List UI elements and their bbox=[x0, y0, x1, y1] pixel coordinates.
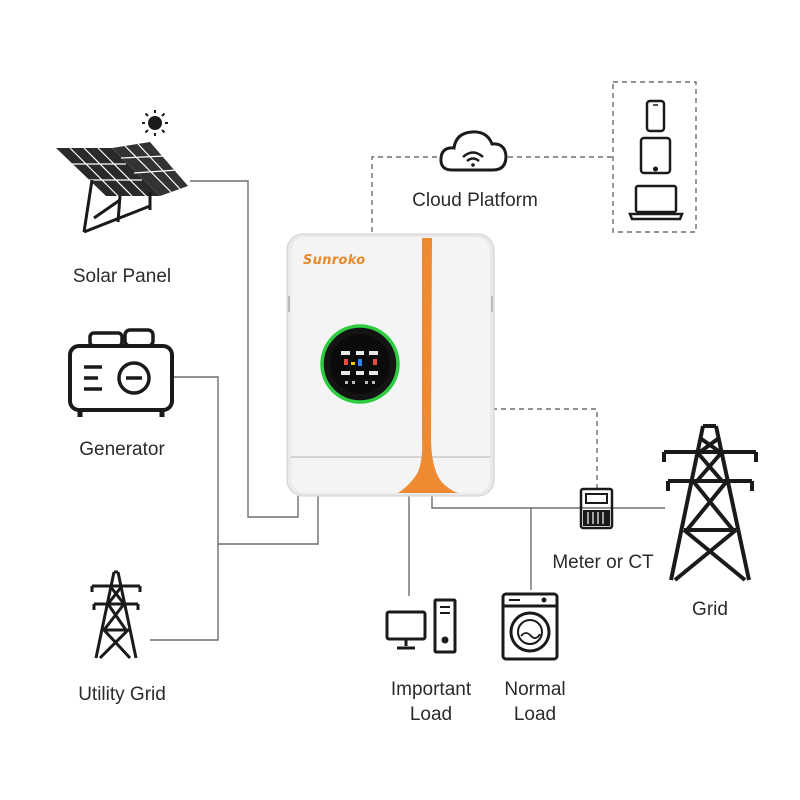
phone-icon bbox=[645, 99, 666, 133]
meter-or-ct-label: Meter or CT bbox=[552, 552, 654, 573]
grid-connection-line bbox=[431, 496, 665, 509]
computer-icon bbox=[385, 598, 457, 654]
washing-machine-icon bbox=[501, 592, 559, 661]
inverter-brand-logo: Sunroko bbox=[303, 253, 366, 268]
normal-load-label-line1: Normal bbox=[504, 679, 566, 700]
cloud-wifi-icon bbox=[439, 130, 508, 172]
inverter-orange-stripe bbox=[398, 238, 458, 493]
tablet-icon bbox=[639, 136, 672, 175]
sun-icon bbox=[142, 110, 168, 136]
grid-label: Grid bbox=[692, 599, 728, 620]
solar-connection-line bbox=[190, 180, 299, 518]
meter-icon bbox=[579, 487, 614, 530]
solar-panel-label: Solar Panel bbox=[72, 266, 172, 287]
solar-panel-icon bbox=[56, 142, 188, 234]
solid-connections bbox=[150, 180, 665, 641]
laptop-icon bbox=[628, 184, 684, 221]
devices-box bbox=[612, 81, 697, 233]
inverter-to-meter-line bbox=[492, 408, 598, 489]
utility-grid-connection-line bbox=[150, 544, 219, 641]
normal-load-label: Normal Load bbox=[475, 677, 595, 727]
important-load-label-line1: Important bbox=[390, 679, 472, 700]
important-load-label-line2: Load bbox=[409, 704, 453, 725]
cloud-to-inverter-line bbox=[371, 156, 440, 232]
utility-grid-label: Utility Grid bbox=[78, 684, 166, 705]
generator-icon bbox=[68, 328, 174, 417]
cloud-platform-label: Cloud Platform bbox=[412, 190, 538, 211]
utility-grid-tower-icon bbox=[90, 570, 142, 660]
important-load-label: Important Load bbox=[371, 677, 491, 727]
grid-tower-icon bbox=[662, 424, 758, 582]
inverter-device bbox=[286, 233, 495, 497]
inverter-display-segments bbox=[341, 351, 378, 375]
dashed-connections bbox=[371, 81, 697, 489]
normal-load-label-line2: Load bbox=[513, 704, 557, 725]
generator-label: Generator bbox=[79, 439, 165, 460]
